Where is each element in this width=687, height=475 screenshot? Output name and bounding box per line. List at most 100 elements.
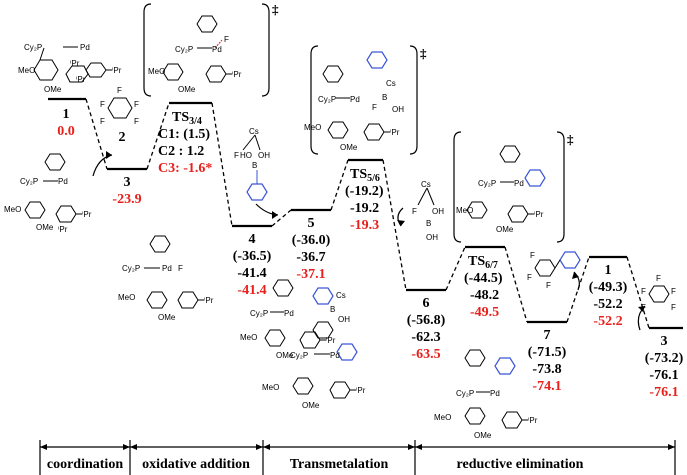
svg-text:Cy₂P: Cy₂P [478, 179, 496, 188]
phase-axis [39, 440, 676, 475]
species-5-v0: (-36.0) [292, 233, 331, 248]
svg-text:Cy₂P: Cy₂P [318, 95, 336, 104]
species-6-v2: -63.5 [411, 347, 440, 362]
species-5-label: 5 [308, 216, 315, 231]
svg-text:OMe: OMe [44, 85, 62, 94]
species-1-energy: 0.0 [57, 124, 75, 139]
svg-text:F: F [656, 274, 661, 283]
svg-text:F: F [134, 117, 139, 126]
molecule-4: Cy₂P Pd F ⁱPr MeO OMe [118, 235, 214, 322]
svg-text:Pd: Pd [350, 95, 360, 104]
svg-text:ⁱPr: ⁱPr [528, 416, 538, 425]
svg-text:MeO: MeO [304, 123, 321, 132]
ts67-v1: -48.2 [470, 288, 499, 303]
svg-text:F: F [100, 100, 105, 109]
ts67-v0: (-44.5) [464, 271, 503, 286]
species-7-label: 7 [544, 328, 551, 343]
species-2-label: 2 [119, 130, 126, 145]
svg-text:MeO: MeO [148, 67, 165, 76]
phase-coordination: coordination [47, 457, 123, 472]
species-1b-v0: (-49.3) [589, 280, 628, 295]
dagger-ts34: ‡ [272, 2, 279, 17]
phase-reductive-elimination: reductive elimination [457, 457, 584, 472]
svg-text:Cy₂P: Cy₂P [250, 309, 268, 318]
ts67-name: TS6/7 [468, 254, 498, 271]
svg-text:OH: OH [392, 105, 404, 114]
species-labels: 1 0.0 2 3 -23.9 4 (-36.5) -41.4 -41.4 5 … [57, 107, 683, 400]
svg-text:F: F [527, 273, 532, 282]
svg-text:OMe: OMe [178, 85, 196, 94]
species-6-v1: -62.3 [411, 330, 440, 345]
svg-text:F: F [224, 35, 229, 44]
species-7-v2: -74.1 [532, 379, 561, 394]
svg-text:MeO: MeO [240, 333, 257, 342]
molecule-cs-boronate: Cs F B OH HO [234, 127, 270, 201]
species-7-v0: (-71.5) [528, 345, 567, 360]
svg-text:OMe: OMe [302, 401, 320, 410]
svg-text:Pd: Pd [80, 43, 90, 52]
svg-text:ⁱPr: ⁱPr [390, 128, 400, 137]
species-4-v1: -41.4 [237, 266, 266, 281]
molecule-7: Cy₂P Pd ⁱPr MeO OMe [434, 349, 538, 440]
bracket-ts67-left [453, 131, 462, 243]
svg-text:B: B [330, 305, 335, 314]
species-3-label: 3 [124, 175, 131, 190]
svg-text:Pd: Pd [330, 351, 340, 360]
ts-labels: TS3/4 C1: (1.5) C2 : 1.2 C3: -1.6* TS5/6… [158, 110, 503, 320]
bracket-ts34-right [261, 3, 270, 97]
svg-text:Cs: Cs [249, 127, 259, 136]
svg-text:OMe: OMe [276, 351, 294, 360]
svg-text:F: F [178, 264, 183, 273]
svg-text:F: F [546, 281, 551, 290]
species-4-v0: (-36.5) [233, 249, 272, 264]
svg-text:OMe: OMe [340, 143, 358, 152]
svg-text:Pd: Pd [284, 309, 294, 318]
svg-text:HO: HO [240, 151, 252, 160]
svg-text:Cy₂P: Cy₂P [456, 389, 474, 398]
svg-text:ⁱPr: ⁱPr [70, 59, 80, 68]
molecule-ts67: Cy₂P Pd ⁱPr MeO OMe [456, 145, 546, 234]
svg-text:B: B [252, 161, 257, 170]
svg-text:ⁱPr: ⁱPr [82, 210, 92, 219]
ts34-c1: C1: (1.5) [158, 127, 210, 142]
svg-text:F: F [671, 287, 676, 296]
species-3b-v0: (-73.2) [645, 351, 684, 366]
species-1-label: 1 [63, 107, 70, 122]
arrow-add-2 [92, 154, 113, 177]
dagger-ts67: ‡ [567, 132, 574, 147]
species-1b-v1: -52.2 [593, 297, 622, 312]
molecule-3: Cy₂P Pd ⁱPr MeO OMe ⁱPr [4, 153, 92, 234]
svg-text:F: F [530, 251, 535, 260]
svg-text:Cs: Cs [386, 79, 396, 88]
svg-text:Cs: Cs [421, 180, 431, 189]
molecule-1: Cy₂P Pd ⁱPr ⁱPr ⁱPr MeO OMe [18, 43, 122, 94]
species-3b-v2: -76.1 [649, 385, 678, 400]
molecule-ts34: F Cy₂P Pd ⁱPr MeO OMe [148, 15, 242, 94]
svg-text:F: F [117, 86, 122, 95]
ts56-v0: (-19.2) [345, 184, 384, 199]
species-6-v0: (-56.8) [407, 313, 446, 328]
svg-text:F: F [134, 100, 139, 109]
svg-text:OMe: OMe [474, 431, 492, 440]
svg-text:B: B [426, 219, 431, 228]
svg-text:OMe: OMe [158, 313, 176, 322]
species-7-v1: -73.8 [532, 362, 561, 377]
svg-text:F: F [412, 207, 417, 216]
svg-text:F: F [671, 303, 676, 312]
ts67-v2: -49.5 [470, 305, 499, 320]
svg-text:Pd: Pd [490, 389, 500, 398]
svg-text:Cy₂P: Cy₂P [122, 264, 140, 273]
svg-text:Cy₂P: Cy₂P [175, 45, 193, 54]
svg-text:F: F [372, 103, 377, 112]
molecule-product: F F F [527, 251, 581, 290]
svg-text:Cy₂P: Cy₂P [290, 351, 308, 360]
svg-text:ⁱPr: ⁱPr [76, 75, 86, 84]
svg-text:OH: OH [426, 233, 438, 242]
svg-text:MeO: MeO [18, 66, 35, 75]
svg-text:Pd: Pd [58, 177, 68, 186]
species-4-label: 4 [249, 232, 256, 247]
svg-text:B: B [382, 93, 387, 102]
svg-text:Pd: Pd [162, 264, 172, 273]
ts34-c2: C2 : 1.2 [158, 144, 204, 159]
